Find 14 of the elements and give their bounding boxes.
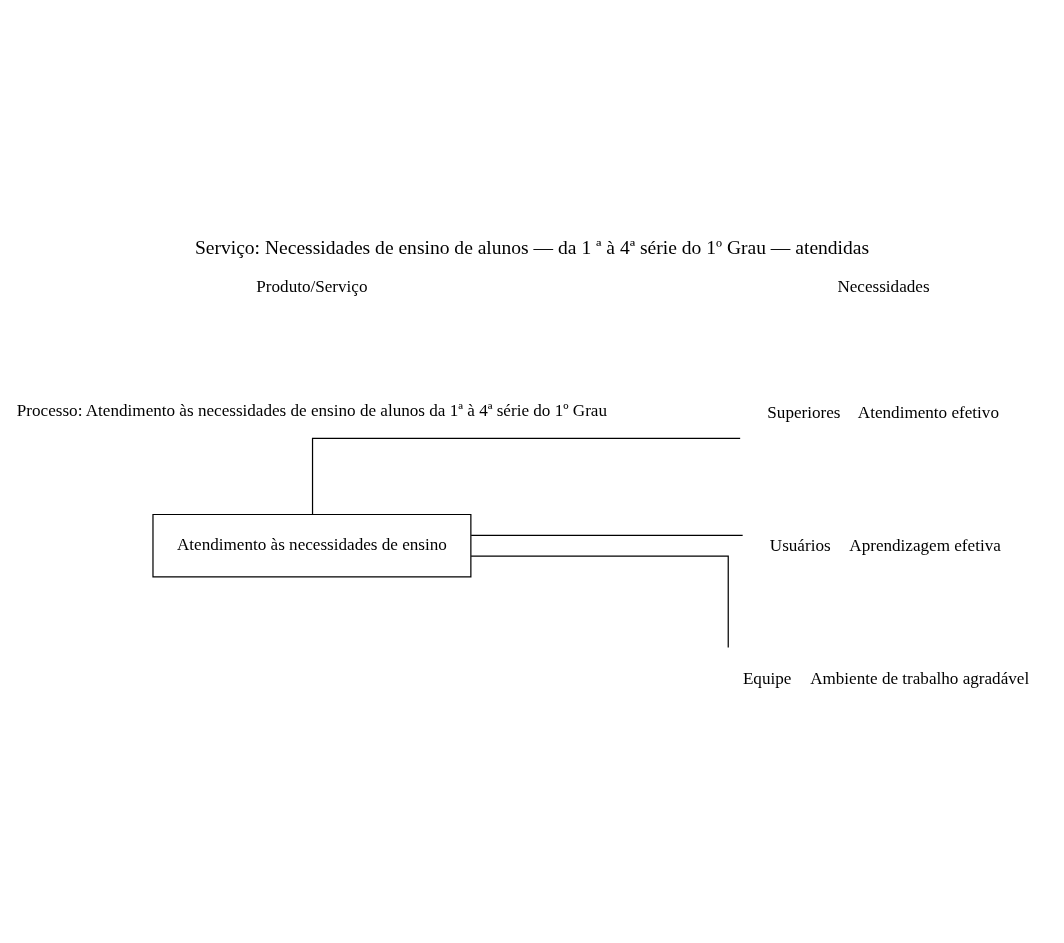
connector: [470, 534, 744, 536]
node-label: Ambiente de trabalho agradável: [810, 668, 1030, 688]
node-text: Usuários: [769, 535, 831, 555]
label: Necessidades: [837, 276, 930, 296]
label: Produto/Serviço: [256, 276, 368, 296]
node-text: Equipe: [742, 668, 792, 688]
node-label: Atendimento efetivo: [857, 402, 999, 422]
diagram-title: Serviço: Necessidades de ensino de alunos — da 1 ª à 4ª série do 1º Grau — atendidas: [194, 236, 870, 258]
label: Processo: Atendimento às necessidades de ensino de alunos da 1ª à 4ª série do 1º Grau: [16, 400, 607, 420]
connector: [311, 437, 741, 515]
node-label: Aprendizagem efetiva: [849, 535, 1001, 555]
node-text: Superiores: [767, 402, 841, 422]
node-box: Atendimento às necessidades de ensino: [152, 513, 472, 577]
connector: [470, 554, 729, 648]
